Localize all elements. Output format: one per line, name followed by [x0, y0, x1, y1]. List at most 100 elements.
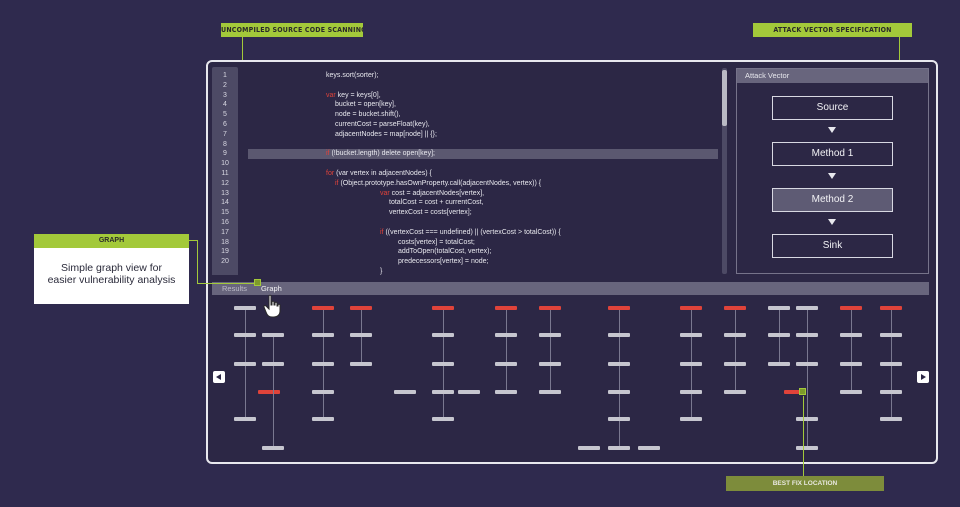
av-step-method-1[interactable]: Method 1 [772, 142, 893, 166]
code-scrollbar-thumb[interactable] [722, 70, 727, 126]
graph-node[interactable] [724, 333, 746, 337]
graph-node-highlighted[interactable] [258, 390, 280, 394]
graph-node[interactable] [880, 362, 902, 366]
graph-node[interactable] [495, 333, 517, 337]
graph-node[interactable] [796, 417, 818, 421]
graph-edge [323, 366, 324, 390]
graph-node[interactable] [608, 333, 630, 337]
graph-node[interactable] [495, 362, 517, 366]
graph-scroll-right-button[interactable] [917, 371, 929, 383]
graph-node[interactable] [262, 333, 284, 337]
graph-scroll-left-button[interactable] [213, 371, 225, 383]
graph-node[interactable] [432, 390, 454, 394]
graph-callout-line-h [189, 240, 197, 241]
graph-node[interactable] [680, 333, 702, 337]
graph-node[interactable] [350, 333, 372, 337]
graph-node[interactable] [880, 333, 902, 337]
graph-edge [323, 310, 324, 333]
graph-edge [443, 366, 444, 390]
attack-vector-callout: ATTACK VECTOR SPECIFICATION [753, 23, 912, 37]
graph-node[interactable] [539, 362, 561, 366]
graph-node[interactable] [495, 390, 517, 394]
graph-node-highlighted[interactable] [840, 306, 862, 310]
tab-graph[interactable]: Graph [261, 284, 282, 293]
graph-node[interactable] [312, 333, 334, 337]
graph-node[interactable] [680, 417, 702, 421]
graph-edge [891, 366, 892, 390]
graph-node[interactable] [796, 333, 818, 337]
graph-node[interactable] [840, 362, 862, 366]
tab-results[interactable]: Results [222, 284, 248, 293]
down-arrow-icon [828, 127, 836, 133]
line-number: 13 [221, 189, 229, 197]
graph-edge [619, 337, 620, 362]
graph-node[interactable] [608, 390, 630, 394]
graph-node[interactable] [312, 417, 334, 421]
av-step-source[interactable]: Source [772, 96, 893, 120]
graph-node-highlighted[interactable] [432, 306, 454, 310]
graph-node-highlighted[interactable] [539, 306, 561, 310]
code-text: bucket = open[key], [335, 101, 396, 109]
graph-node[interactable] [680, 390, 702, 394]
graph-node[interactable] [234, 417, 256, 421]
code-scrollbar[interactable] [722, 68, 727, 274]
graph-node[interactable] [768, 362, 790, 366]
graph-node-highlighted[interactable] [312, 306, 334, 310]
graph-node[interactable] [234, 362, 256, 366]
graph-node[interactable] [350, 362, 372, 366]
graph-view[interactable] [212, 296, 929, 457]
graph-edge [619, 366, 620, 390]
graph-node-highlighted[interactable] [680, 306, 702, 310]
graph-edge [779, 337, 780, 362]
graph-node[interactable] [578, 446, 600, 450]
code-line: } [248, 267, 718, 275]
graph-node[interactable] [638, 446, 660, 450]
graph-node[interactable] [724, 362, 746, 366]
graph-node[interactable] [234, 333, 256, 337]
graph-node[interactable] [880, 417, 902, 421]
graph-edge [807, 366, 808, 417]
graph-node[interactable] [312, 390, 334, 394]
graph-node[interactable] [262, 446, 284, 450]
graph-node[interactable] [796, 362, 818, 366]
code-text: (var vertex in adjacentNodes) { [334, 169, 432, 177]
graph-node[interactable] [724, 390, 746, 394]
graph-edge [323, 337, 324, 362]
graph-node[interactable] [608, 417, 630, 421]
graph-node[interactable] [394, 390, 416, 394]
graph-node[interactable] [234, 306, 256, 310]
graph-node-highlighted[interactable] [495, 306, 517, 310]
line-number: 4 [223, 101, 227, 109]
av-step-method-2[interactable]: Method 2 [772, 188, 893, 212]
av-step-sink[interactable]: Sink [772, 234, 893, 258]
graph-node[interactable] [796, 306, 818, 310]
graph-node[interactable] [796, 446, 818, 450]
graph-node[interactable] [432, 417, 454, 421]
graph-node[interactable] [768, 333, 790, 337]
graph-node[interactable] [312, 362, 334, 366]
graph-node[interactable] [608, 446, 630, 450]
graph-edge [506, 366, 507, 390]
graph-node[interactable] [539, 390, 561, 394]
graph-node[interactable] [880, 390, 902, 394]
graph-node[interactable] [608, 362, 630, 366]
code-line: vertexCost = costs[vertex]; [248, 208, 718, 218]
graph-node[interactable] [840, 333, 862, 337]
graph-node-highlighted[interactable] [608, 306, 630, 310]
graph-node-highlighted[interactable] [724, 306, 746, 310]
graph-node[interactable] [432, 362, 454, 366]
graph-node-highlighted[interactable] [350, 306, 372, 310]
graph-node[interactable] [680, 362, 702, 366]
graph-node[interactable] [539, 333, 561, 337]
code-text: } [380, 267, 383, 275]
code-line: totalCost = cost + currentCost, [248, 198, 718, 208]
code-keyword: var [326, 91, 336, 99]
graph-node[interactable] [458, 390, 480, 394]
graph-node-highlighted[interactable] [784, 390, 806, 394]
graph-node[interactable] [432, 333, 454, 337]
graph-node[interactable] [840, 390, 862, 394]
graph-node-highlighted[interactable] [880, 306, 902, 310]
graph-node[interactable] [262, 362, 284, 366]
graph-node[interactable] [768, 306, 790, 310]
